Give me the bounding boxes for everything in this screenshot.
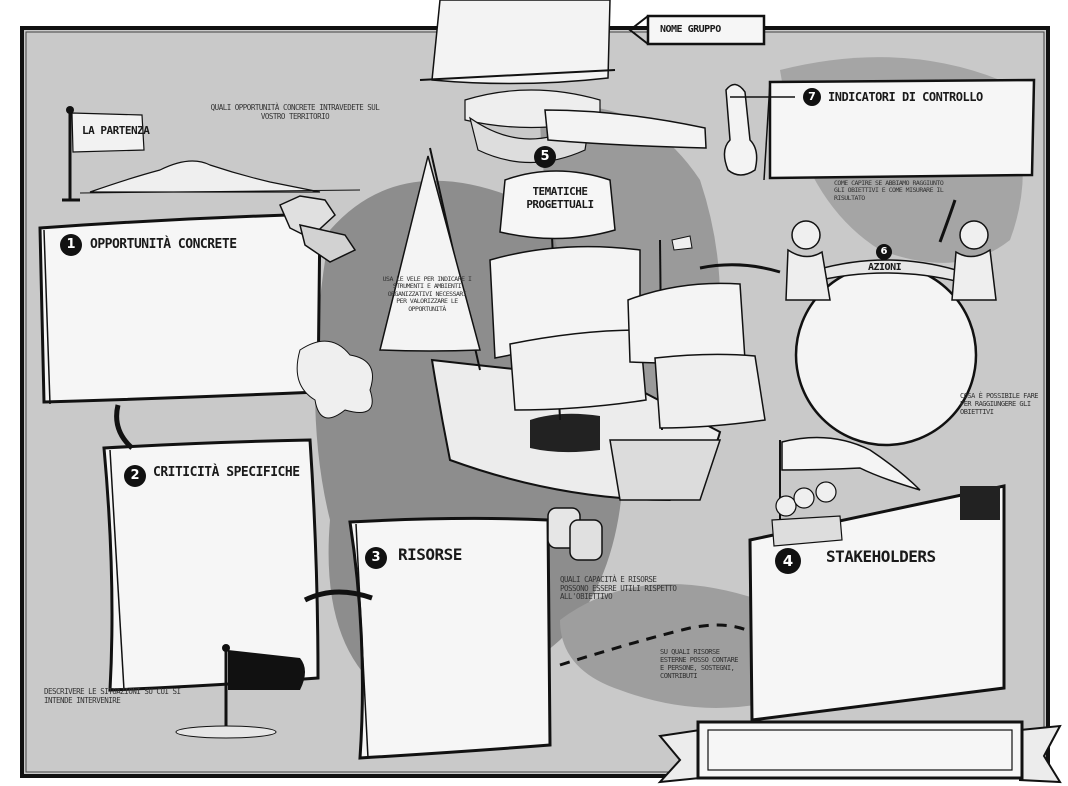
- note-indicators: COME CAPIRE SE ABBIAMO RAGGIUNTO GLI OBI…: [834, 179, 944, 202]
- badge-4: 4: [775, 548, 801, 574]
- note-situations: DESCRIVERE LE SITUAZIONI SU CUI SI INTEN…: [44, 687, 181, 705]
- badge-5: 5: [534, 146, 556, 168]
- group-label: NOME GRUPPO: [660, 24, 721, 35]
- title-opportunita: OPPORTUNITÀ CONCRETE: [90, 237, 237, 252]
- note-stakeholders: SU QUALI RISORSE ESTERNE POSSO CONTARE E…: [660, 648, 739, 681]
- group-label-box: [646, 14, 766, 46]
- title-indicatori: INDICATORI DI CONTROLLO: [828, 90, 983, 104]
- start-question: QUALI OPPORTUNITÀ CONCRETE INTRAVEDETE S…: [210, 103, 380, 121]
- badge-3: 3: [365, 547, 387, 569]
- note-actions: COSA È POSSIBILE FARE PER RAGGIUNGERE GL…: [960, 392, 1039, 417]
- title-risorse: RISORSE: [398, 545, 462, 564]
- badge-7: 7: [803, 88, 821, 106]
- banner-tematiche: [499, 170, 616, 240]
- sail-note: [379, 155, 481, 352]
- box-criticita: [102, 438, 320, 692]
- title-criticita: CRITICITÀ SPECIFICHE: [153, 465, 300, 480]
- note-sails: USA LE VELE PER INDICARE I STRUMENTI E A…: [382, 275, 472, 313]
- title-tematiche: TEMATICHE PROGETTUALI: [526, 185, 594, 211]
- ribbon-box: [696, 720, 1024, 780]
- badge-1: 1: [60, 234, 82, 256]
- start-flag-label: LA PARTENZA: [82, 124, 150, 137]
- title-azioni: AZIONI: [868, 262, 902, 273]
- box-indicatori: [768, 78, 1036, 180]
- badge-6: 6: [876, 244, 892, 260]
- title-stakeholders: STAKEHOLDERS: [826, 547, 936, 566]
- note-resources: QUALI CAPACITÀ E RISORSE POSSONO ESSERE …: [560, 575, 677, 602]
- badge-2: 2: [124, 465, 146, 487]
